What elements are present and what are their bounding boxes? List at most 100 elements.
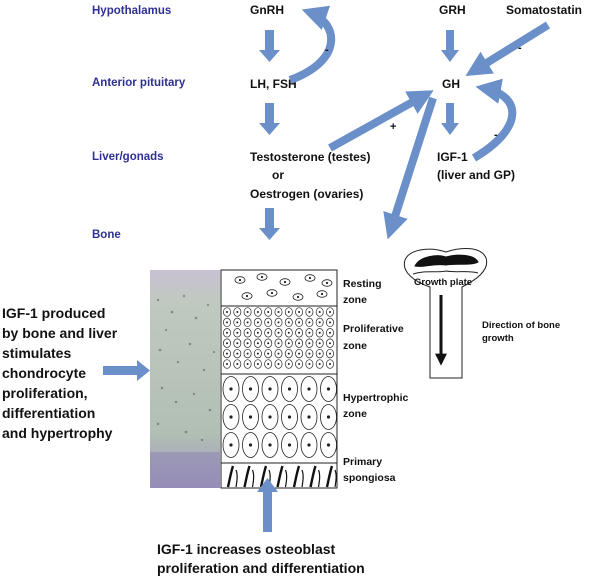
igf1-to-chondrocytes-arrow xyxy=(103,360,150,381)
left-caption-line: and hypertrophy xyxy=(2,425,113,441)
igf1-negative-feedback-arrow xyxy=(471,78,517,162)
cell-nucleus xyxy=(329,321,331,324)
cell-nucleus xyxy=(283,280,287,284)
cell-nucleus xyxy=(318,363,321,365)
proliferative-cell xyxy=(326,359,334,369)
igf1-to-osteoblast-arrow xyxy=(257,478,278,532)
chondrocyte-cell xyxy=(256,273,268,281)
bottom-caption-line: proliferation and differentiation xyxy=(157,560,365,576)
proliferative-cell xyxy=(264,338,273,348)
cell-nucleus xyxy=(268,387,272,391)
cell-nucleus xyxy=(267,321,270,324)
long-bone-illustration xyxy=(403,248,488,379)
proliferative-cell xyxy=(315,338,324,348)
bone-trabecula xyxy=(259,465,268,488)
cell-nucleus xyxy=(236,352,239,355)
label-primary-spongiosa-2: spongiosa xyxy=(343,472,396,484)
primary-spongiosa-trabeculae xyxy=(226,465,337,488)
proliferative-cell xyxy=(326,317,334,328)
proliferative-cell xyxy=(305,328,314,338)
cell-nucleus xyxy=(298,321,301,324)
cell-nucleus xyxy=(229,443,233,447)
cell-nucleus xyxy=(246,352,249,355)
label-liver-gonads: Liver/gonads xyxy=(92,151,164,163)
cell-nucleus xyxy=(308,331,311,334)
cell-nucleus xyxy=(308,342,311,345)
chondrocyte-cell xyxy=(304,274,316,282)
hypertrophic-cell xyxy=(281,376,298,402)
hypertrophic-cell xyxy=(222,404,240,430)
hypertrophic-cell xyxy=(281,432,298,458)
cell-nucleus xyxy=(226,342,228,345)
bone-trabecula xyxy=(243,465,251,488)
proliferative-cell xyxy=(253,359,262,369)
cell-nucleus xyxy=(267,363,270,365)
proliferative-cell xyxy=(315,359,324,369)
cell-nucleus xyxy=(270,291,274,295)
cell-nucleus xyxy=(248,415,253,419)
cell-nucleus xyxy=(277,342,280,345)
cell-nucleus xyxy=(256,321,259,324)
proliferative-cell xyxy=(315,307,324,317)
cell-nucleus xyxy=(287,321,290,324)
bone-trabecula xyxy=(292,465,301,488)
proliferative-cell xyxy=(253,328,262,338)
proliferative-cell xyxy=(305,338,314,348)
bone-trabecula xyxy=(334,469,337,488)
hypertrophic-cell xyxy=(320,432,337,458)
cell-nucleus xyxy=(267,342,270,345)
label-igf1-source: (liver and GP) xyxy=(437,168,515,182)
proliferative-cell xyxy=(274,359,283,369)
cell-nucleus xyxy=(277,352,280,355)
label-growth-plate: Growth plate xyxy=(414,277,472,288)
proliferative-cell xyxy=(326,348,334,359)
cell-nucleus xyxy=(318,311,321,313)
proliferative-cell xyxy=(253,317,262,328)
bone-trabecula xyxy=(226,465,235,488)
proliferative-cell xyxy=(274,348,283,359)
proliferative-cell xyxy=(305,348,314,359)
cell-nucleus xyxy=(236,342,239,345)
proliferative-cell xyxy=(233,307,242,317)
hypertrophic-cell xyxy=(300,432,318,458)
chondrocyte-cell xyxy=(292,293,304,301)
cell-nucleus xyxy=(308,276,312,280)
hypertrophic-cell xyxy=(261,432,279,458)
bone-trabecula xyxy=(309,465,317,488)
chondrocyte-cell xyxy=(234,276,246,284)
cell-nucleus xyxy=(329,352,331,355)
proliferative-cell xyxy=(295,348,304,359)
cell-nucleus xyxy=(287,443,292,447)
proliferative-cell xyxy=(264,317,273,328)
label-lh-fsh: LH, FSH xyxy=(250,77,297,91)
cell-nucleus xyxy=(226,321,228,324)
bone-trabecula xyxy=(251,469,255,488)
bone-trabecula xyxy=(276,465,284,488)
proliferative-cell xyxy=(295,307,304,317)
cell-nucleus xyxy=(268,415,272,419)
proliferative-cell xyxy=(253,348,262,359)
proliferative-cell xyxy=(264,348,273,359)
cell-nucleus xyxy=(326,443,331,447)
cell-nucleus xyxy=(307,387,311,391)
hypertrophic-cell xyxy=(300,376,318,402)
proliferative-cell xyxy=(243,359,252,369)
hypertrophic-cell xyxy=(222,376,240,402)
chondrocyte-cell xyxy=(241,292,253,300)
cell-nucleus xyxy=(236,321,239,324)
proliferative-cell xyxy=(315,328,324,338)
hypertrophic-zone-cells xyxy=(222,376,337,458)
sex-steroid-to-gh-arrow xyxy=(328,90,434,152)
cell-nucleus xyxy=(298,352,301,355)
proliferative-cell xyxy=(284,307,293,317)
label-proliferative-zone: Proliferative xyxy=(343,323,404,335)
cell-nucleus xyxy=(329,331,331,334)
left-caption: IGF-1 produced by bone and liver stimula… xyxy=(2,305,118,441)
proliferative-cell xyxy=(253,307,262,317)
proliferative-cell xyxy=(326,338,334,348)
cell-nucleus xyxy=(226,331,228,334)
cell-nucleus xyxy=(267,331,270,334)
cell-nucleus xyxy=(236,311,239,313)
proliferative-cell xyxy=(233,338,242,348)
proliferative-cell xyxy=(243,307,252,317)
